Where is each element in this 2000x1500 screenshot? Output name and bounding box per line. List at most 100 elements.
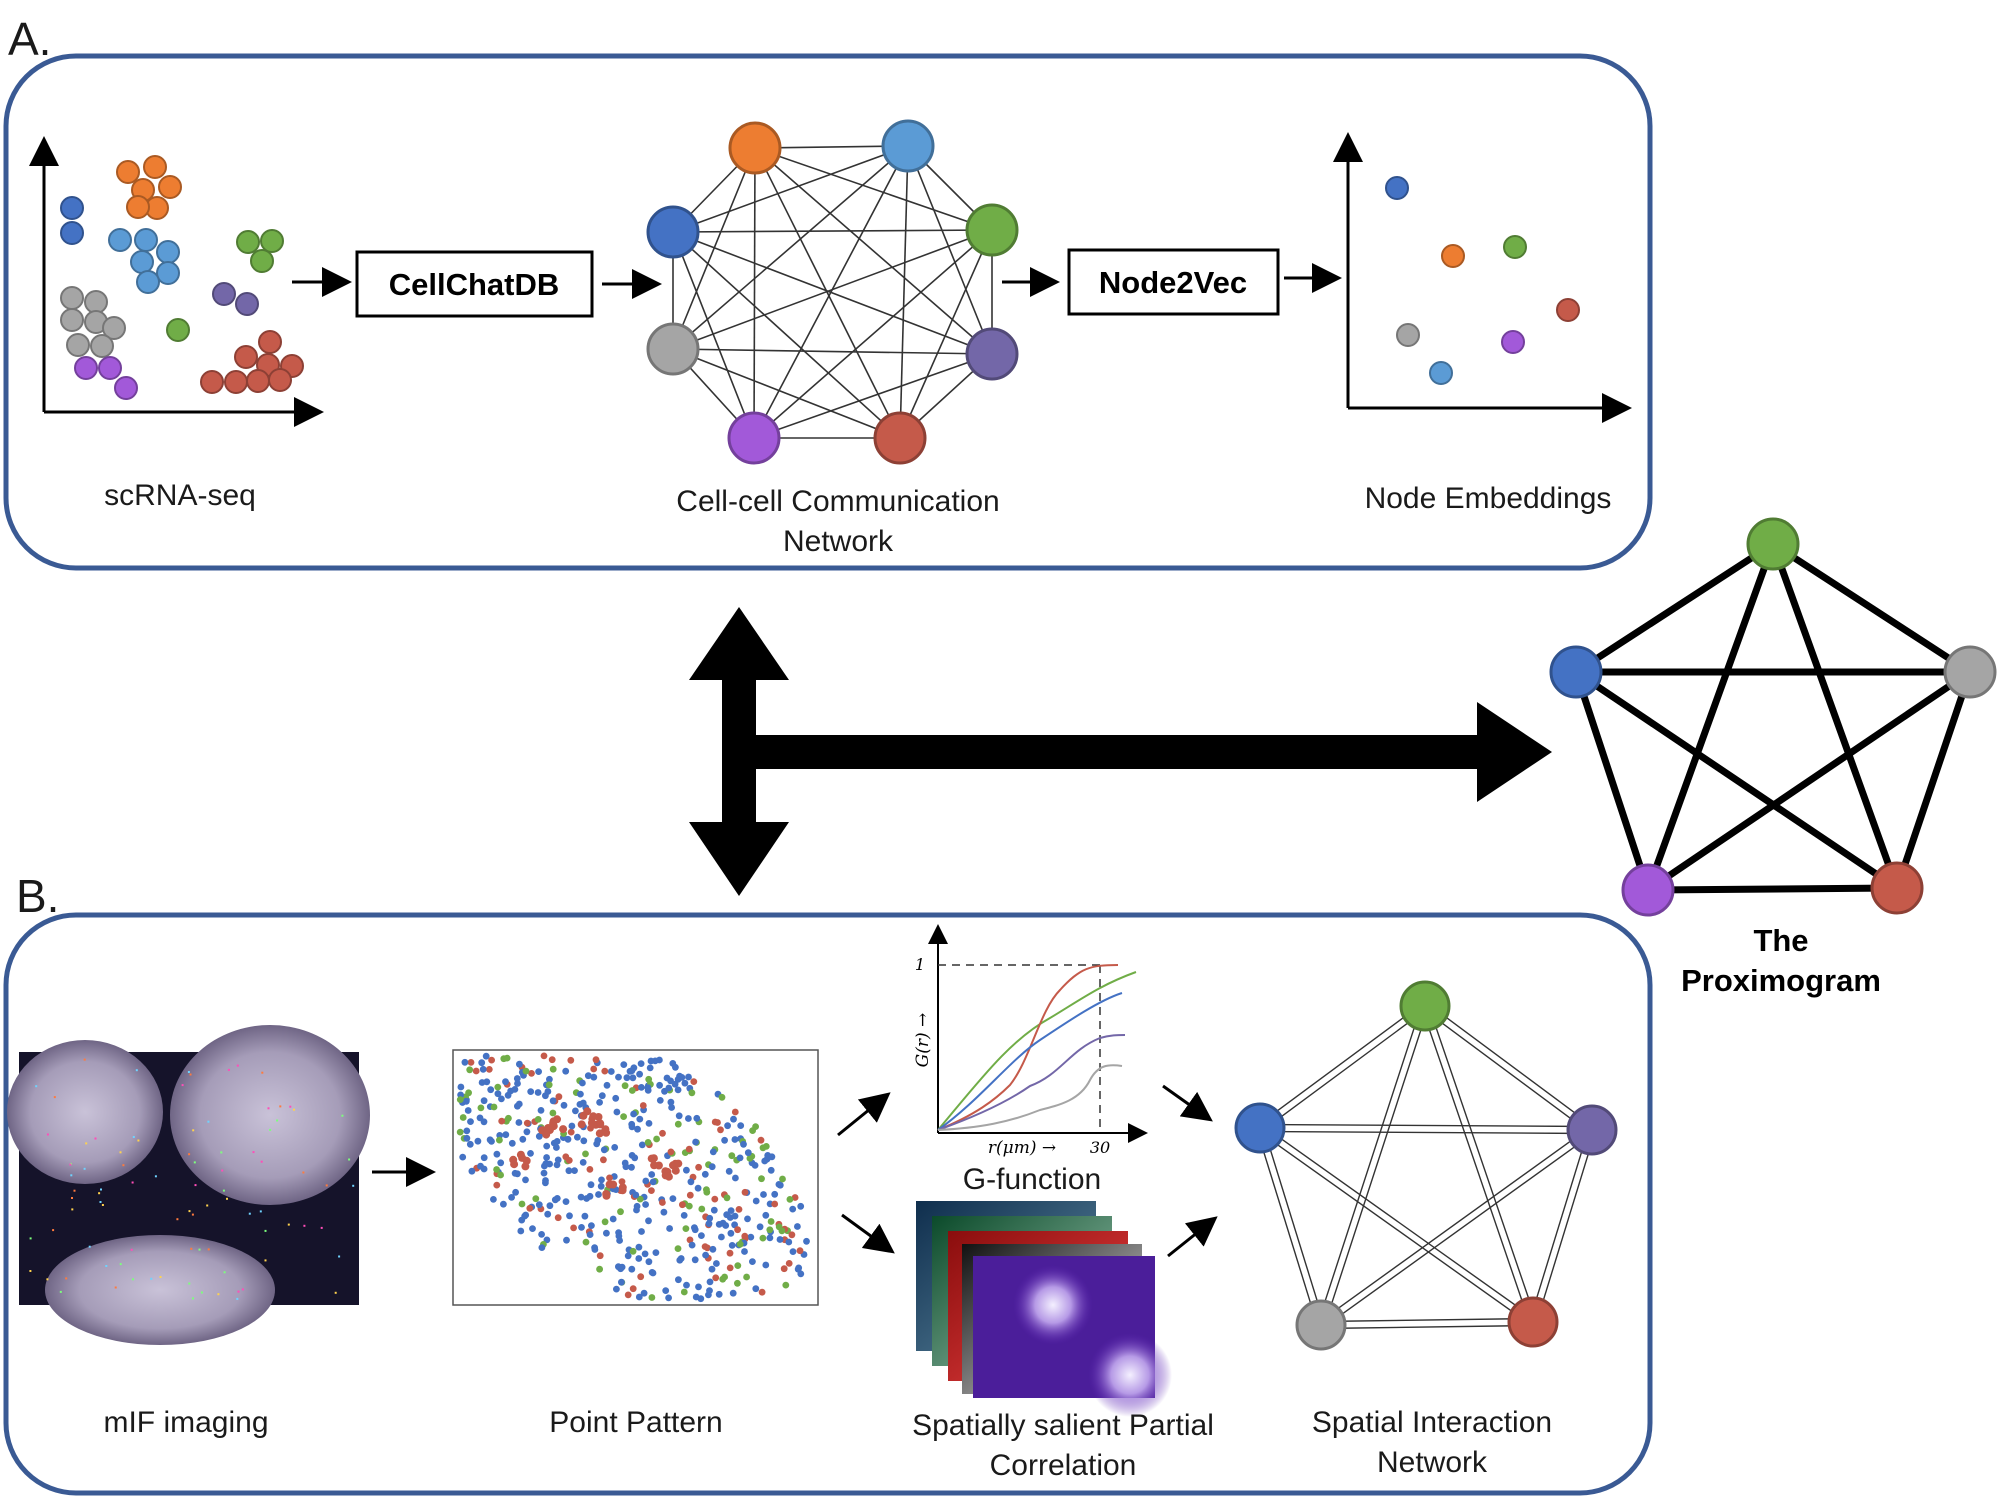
point-pattern-dot: [543, 1124, 552, 1133]
network-edge: [672, 348, 993, 355]
network-node: [728, 121, 782, 175]
mif-speckle: [88, 1245, 91, 1248]
sin-edge: [1257, 1002, 1424, 1126]
point-pattern-dot: [638, 1141, 646, 1149]
point-pattern-dot: [637, 1060, 645, 1067]
scrna-cell: [246, 369, 270, 393]
point-pattern-dot: [543, 1154, 550, 1161]
point-pattern-dot: [496, 1136, 503, 1144]
sin-edge: [1535, 1130, 1597, 1324]
node2vec-box: Node2Vec: [1067, 248, 1280, 316]
point-pattern-dot: [541, 1162, 548, 1170]
point-pattern-dot: [743, 1273, 750, 1281]
network-edge: [672, 231, 755, 439]
mif-speckle: [207, 1248, 210, 1251]
point-pattern-dot: [498, 1095, 505, 1103]
point-pattern-dot: [666, 1225, 673, 1232]
point-pattern-dot: [767, 1218, 775, 1225]
point-pattern-dot: [691, 1226, 699, 1234]
sspc-heatmap-stack: [916, 1201, 1172, 1417]
proximogram-edge: [1644, 542, 1777, 892]
point-pattern-dot: [595, 1129, 604, 1138]
mif-speckle: [252, 1151, 255, 1154]
sin-edge: [1260, 1123, 1593, 1128]
point-pattern-dot: [480, 1118, 488, 1126]
point-pattern-dot: [544, 1210, 552, 1218]
point-pattern-dot: [688, 1089, 696, 1097]
point-pattern-dot: [695, 1283, 702, 1291]
point-pattern-dot: [605, 1180, 614, 1189]
point-pattern-dot: [456, 1128, 464, 1136]
point-pattern-dot: [516, 1060, 523, 1068]
point-pattern-dot: [729, 1289, 737, 1297]
point-pattern-dot: [725, 1167, 733, 1175]
sin-node: [1566, 1104, 1618, 1156]
point-pattern-dot: [615, 1229, 622, 1236]
scrna-cell: [66, 333, 90, 357]
point-pattern-dot: [711, 1195, 719, 1203]
sin-edge: [1255, 1128, 1319, 1327]
proximogram-label-line1: The: [1753, 923, 1808, 958]
point-pattern-dot: [472, 1067, 480, 1075]
point-pattern-dot: [644, 1084, 652, 1092]
point-pattern-dot: [759, 1234, 767, 1242]
point-pattern-dot: [553, 1115, 561, 1124]
point-pattern-dot: [797, 1202, 805, 1210]
mif-speckle: [269, 1128, 272, 1131]
point-pattern-dot: [697, 1295, 705, 1303]
point-pattern-dot: [702, 1251, 709, 1259]
point-pattern-dot: [771, 1190, 779, 1198]
point-pattern-dot: [590, 1073, 598, 1081]
point-pattern-dot: [581, 1212, 589, 1220]
point-pattern-dot: [602, 1190, 611, 1198]
point-pattern-dot: [705, 1291, 712, 1299]
point-pattern-dot: [594, 1113, 603, 1121]
scrna-cell: [224, 370, 248, 394]
point-pattern-dot: [675, 1276, 682, 1284]
mif-speckle: [227, 1068, 230, 1071]
point-pattern-dot: [527, 1088, 535, 1095]
network-edge: [907, 145, 993, 355]
embedding-point: [1385, 176, 1409, 200]
point-pattern-dot: [686, 1236, 694, 1244]
point-pattern-dot: [523, 1119, 531, 1127]
point-pattern-dot: [546, 1075, 553, 1083]
point-pattern-dot: [544, 1088, 552, 1095]
point-pattern-dot: [701, 1243, 709, 1250]
cellchatdb-label: CellChatDB: [389, 267, 560, 302]
point-pattern-dot: [505, 1114, 512, 1122]
point-pattern-dot: [752, 1197, 760, 1205]
point-pattern-dot: [535, 1068, 542, 1075]
sin-node: [1507, 1296, 1559, 1348]
scrna-cell: [130, 250, 154, 274]
mif-speckle: [259, 1210, 262, 1213]
point-pattern-dot: [546, 1202, 554, 1210]
point-pattern-dot: [482, 1052, 490, 1060]
point-pattern-dot: [760, 1191, 767, 1198]
point-pattern-dot: [579, 1079, 586, 1087]
point-pattern-dot: [587, 1118, 596, 1127]
point-pattern-dot: [513, 1075, 521, 1082]
gfunction-xlabel: r(μm) →: [988, 1138, 1056, 1158]
panel-a-frame: [3, 53, 1653, 571]
point-pattern-dot: [628, 1163, 635, 1171]
point-pattern-dot: [731, 1221, 738, 1229]
point-pattern-dot: [590, 1065, 598, 1073]
sin-edge: [1321, 1324, 1534, 1330]
point-pattern-dot: [582, 1150, 589, 1158]
point-pattern-dot: [538, 1244, 546, 1251]
point-pattern-dot: [791, 1194, 799, 1201]
gfunction-ytick: 1: [915, 955, 925, 974]
point-pattern-dot: [749, 1127, 756, 1134]
point-pattern-dot: [694, 1184, 702, 1192]
mif-speckle: [220, 1151, 223, 1154]
point-pattern-dot: [641, 1250, 649, 1258]
point-pattern-dot: [635, 1293, 643, 1301]
embedding-point: [1441, 244, 1465, 268]
scrna-cell: [98, 356, 122, 380]
point-pattern-dot: [667, 1148, 675, 1156]
point-pattern-dot: [744, 1149, 752, 1157]
point-pattern-dot: [567, 1128, 575, 1136]
point-pattern-dot: [785, 1260, 793, 1267]
mif-speckle: [176, 1218, 179, 1221]
